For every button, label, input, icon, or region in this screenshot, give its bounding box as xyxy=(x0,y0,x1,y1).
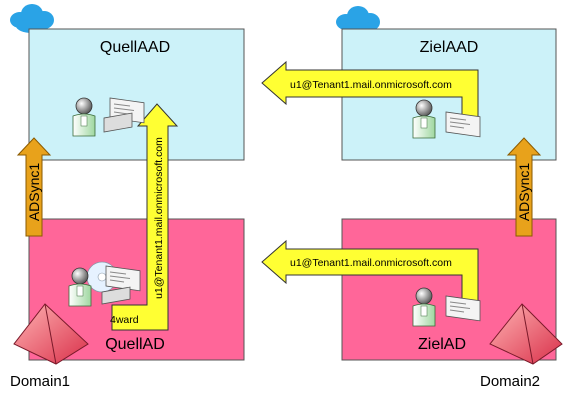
envelope-icon xyxy=(105,265,141,292)
quell-aad-box xyxy=(28,28,245,161)
domain-pyramid-icon xyxy=(489,303,563,365)
sync-arrow-left: ADSync1 xyxy=(16,137,52,237)
ziel-ad-title: ZielAD xyxy=(418,336,466,353)
sync-label-right: ADSync1 xyxy=(516,163,532,222)
vertical-address-label: u1@Tenant1.mail.onmicrosoft.com xyxy=(153,137,165,299)
envelope-icon xyxy=(445,111,481,138)
envelope-icon xyxy=(445,295,481,322)
sync-label-left: ADSync1 xyxy=(26,163,42,222)
forward-tag: 4ward xyxy=(110,314,139,326)
bottom-address-label: u1@Tenant1.mail.onmicrosoft.com xyxy=(290,257,452,269)
forward-arrow: u1@Tenant1.mail.onmicrosoft.com 4ward xyxy=(110,103,179,331)
device-icon xyxy=(103,112,133,133)
quell-aad-title: QuellAAD xyxy=(100,39,170,56)
user-icon xyxy=(68,267,92,307)
bottom-mail-arrow: u1@Tenant1.mail.onmicrosoft.com xyxy=(261,239,479,305)
device-icon xyxy=(101,286,131,305)
ziel-aad-title: ZielAAD xyxy=(420,39,479,56)
top-address-label: u1@Tenant1.mail.onmicrosoft.com xyxy=(290,79,452,91)
user-icon xyxy=(412,99,436,139)
domain-left-label: Domain1 xyxy=(10,373,70,390)
domain-pyramid-icon xyxy=(13,303,89,365)
user-icon xyxy=(412,287,436,327)
quell-ad-title: QuellAD xyxy=(105,336,165,353)
user-icon xyxy=(72,97,96,137)
domain-right-label: Domain2 xyxy=(480,373,540,390)
sync-arrow-right: ADSync1 xyxy=(506,137,542,237)
